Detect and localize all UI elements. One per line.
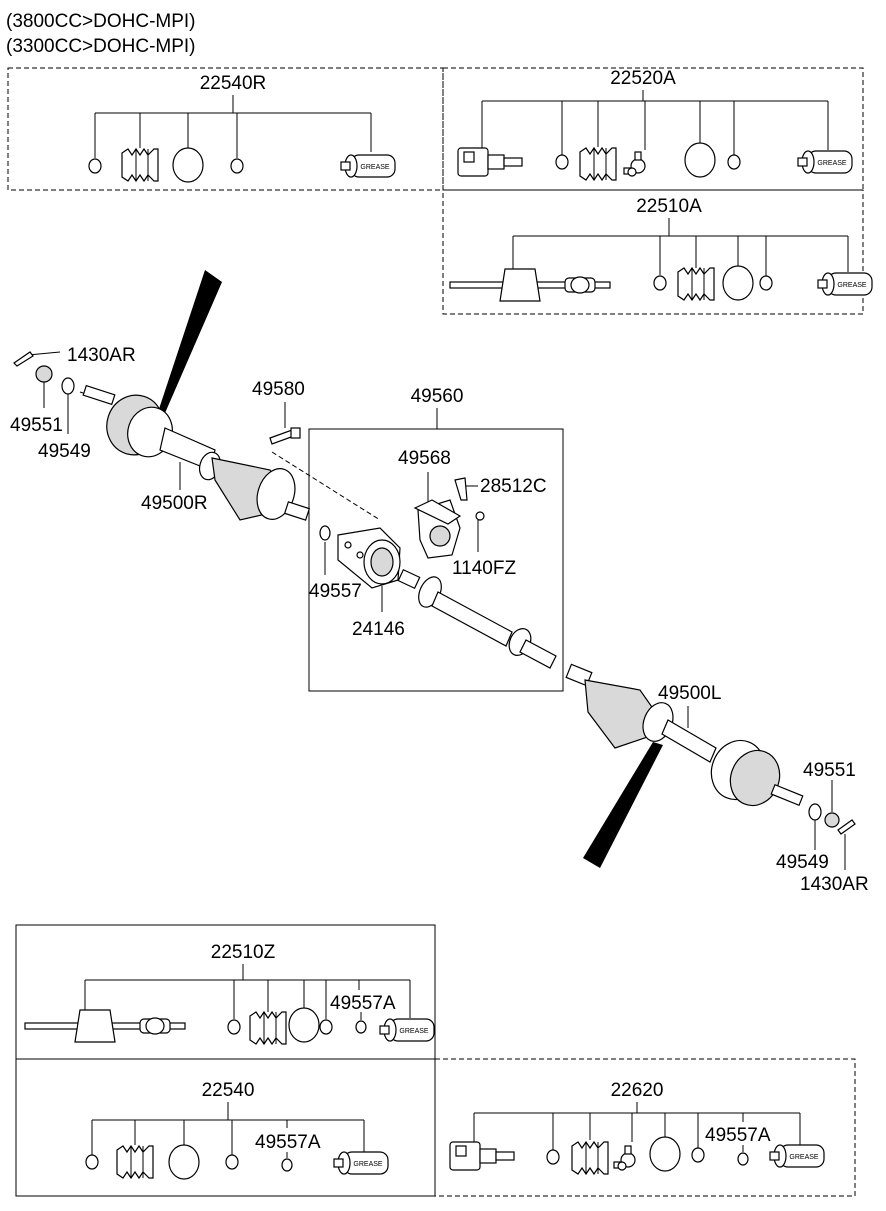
snap-ring-icon <box>737 1152 749 1166</box>
half-shaft-icon <box>449 268 611 302</box>
label-49500R: 49500R <box>141 493 208 514</box>
label-24146: 24146 <box>352 619 405 640</box>
snap-ring-icon <box>281 1158 293 1172</box>
engine-spec-line-1: (3800CC>DOHC-MPI) <box>6 11 196 32</box>
clamp-ring-icon <box>546 1149 560 1165</box>
intermediate-shaft <box>397 568 557 669</box>
washer-icon <box>61 377 75 395</box>
kit-22540R: 22540R GREASE <box>7 67 444 191</box>
clamp-ring-icon <box>225 1154 239 1170</box>
tripod-spider-icon <box>613 1145 636 1171</box>
boot-band-icon <box>722 265 754 301</box>
hub-nut-icon <box>824 812 840 828</box>
boot-band-icon <box>172 147 204 183</box>
tripod-spider-icon <box>623 151 646 177</box>
label-49568: 49568 <box>398 448 451 469</box>
clamp-ring-icon <box>88 158 102 174</box>
right-drive-shaft <box>79 384 311 521</box>
boot-band-icon <box>288 1007 320 1043</box>
clip-icon <box>454 477 468 501</box>
clamp-ring-icon <box>759 275 773 291</box>
label-49560: 49560 <box>411 386 464 407</box>
half-shaft-icon <box>24 1009 186 1043</box>
label-1430AR-right: 1430AR <box>67 345 136 366</box>
label-49557: 49557 <box>309 581 362 602</box>
grease-label: GREASE <box>837 282 867 289</box>
boot-band-icon <box>649 1136 681 1172</box>
grease-label: GREASE <box>360 164 390 171</box>
label-28512C: 28512C <box>480 476 547 497</box>
bolt-small-icon <box>475 511 485 521</box>
bracket-group-box <box>308 428 564 692</box>
boot-band-icon <box>684 142 716 178</box>
kit-22620-sub: 49557A <box>705 1125 771 1146</box>
clamp-ring-icon <box>653 275 667 291</box>
label-49549-right: 49549 <box>38 441 91 462</box>
grease-label: GREASE <box>817 160 847 167</box>
pointer-arrow-upper <box>156 270 222 420</box>
joint-housing-icon <box>457 147 523 177</box>
dust-boot-icon <box>677 267 715 301</box>
dust-boot-icon <box>579 147 617 181</box>
label-49551-left: 49551 <box>803 760 856 781</box>
clamp-ring-icon <box>555 154 569 170</box>
engine-spec-line-2: (3300CC>DOHC-MPI) <box>6 36 196 57</box>
kit-22510Z-title: 22510Z <box>211 942 276 963</box>
kit-22510Z: 22510Z 49557A GREASE <box>15 924 436 1060</box>
label-1140FZ: 1140FZ <box>452 558 516 579</box>
bolt-icon <box>269 429 295 445</box>
kit-22540: 22540 49557A GREASE <box>15 1058 436 1197</box>
clamp-ring-icon <box>85 1154 99 1170</box>
kit-22520A: 22520A GREASE <box>442 67 864 191</box>
clamp-ring-icon <box>691 1147 705 1163</box>
dust-boot-icon <box>249 1011 287 1045</box>
kit-22540R-title: 22540R <box>200 73 267 94</box>
dust-boot-icon <box>121 148 159 182</box>
kit-22620: 22620 49557A GREASE <box>434 1058 856 1197</box>
washer-icon <box>808 803 822 821</box>
grease-label: GREASE <box>399 1028 429 1035</box>
left-drive-shaft <box>565 663 804 807</box>
snap-ring-icon <box>355 1020 367 1034</box>
label-1430AR-left: 1430AR <box>800 874 869 895</box>
kit-22510Z-sub: 49557A <box>330 993 396 1014</box>
kit-22540-sub: 49557A <box>255 1132 321 1153</box>
label-49551-right: 49551 <box>10 415 63 436</box>
split-pin-icon <box>13 351 34 367</box>
snap-ring-icon <box>319 525 331 541</box>
label-49580: 49580 <box>252 379 305 400</box>
dust-boot-icon <box>116 1145 154 1179</box>
grease-label: GREASE <box>789 1154 819 1161</box>
kit-22520A-title: 22520A <box>610 68 676 89</box>
label-49549-left: 49549 <box>776 852 829 873</box>
boot-band-icon <box>168 1144 200 1180</box>
label-49500L: 49500L <box>658 683 721 704</box>
dust-boot-icon <box>571 1141 609 1175</box>
hub-nut-icon <box>35 365 53 383</box>
kit-22620-title: 22620 <box>611 1080 664 1101</box>
clamp-ring-icon <box>727 154 741 170</box>
split-pin-icon <box>837 819 856 835</box>
clamp-ring-icon <box>319 1019 333 1035</box>
clamp-ring-icon <box>227 1019 241 1035</box>
joint-housing-icon <box>449 1141 515 1171</box>
kit-22510A: 22510A GREASE <box>442 189 873 315</box>
kit-22540-title: 22540 <box>202 1080 255 1101</box>
grease-label: GREASE <box>353 1161 383 1168</box>
kit-22510A-title: 22510A <box>636 196 702 217</box>
pointer-arrow-lower <box>583 742 663 868</box>
clamp-ring-icon <box>230 158 244 174</box>
